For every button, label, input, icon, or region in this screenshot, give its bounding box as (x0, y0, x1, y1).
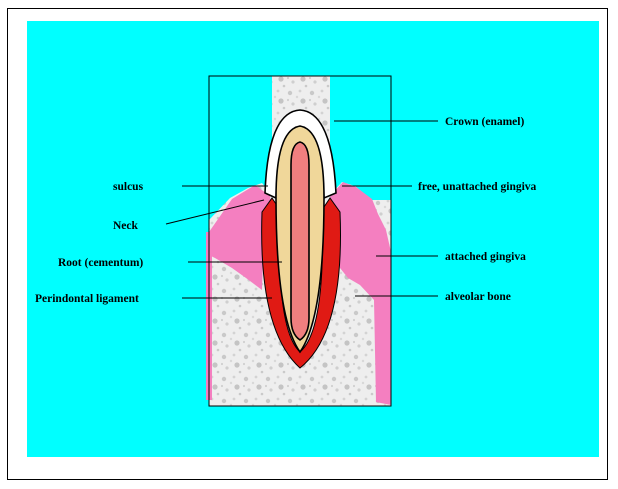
label-neck: Neck (113, 220, 139, 232)
label-crown: Crown (enamel) (445, 116, 524, 128)
label-sulcus: sulcus (113, 181, 144, 193)
label-alveolar-bone: alveolar bone (445, 291, 511, 303)
tissue-block (209, 76, 391, 406)
label-periodontal-ligament: Perindontal ligament (35, 293, 139, 305)
label-free-gingiva: free, unattached gingiva (418, 181, 537, 193)
label-root: Root (cementum) (58, 257, 143, 269)
label-attached-gingiva: attached gingiva (445, 251, 526, 263)
pulp (291, 142, 309, 340)
